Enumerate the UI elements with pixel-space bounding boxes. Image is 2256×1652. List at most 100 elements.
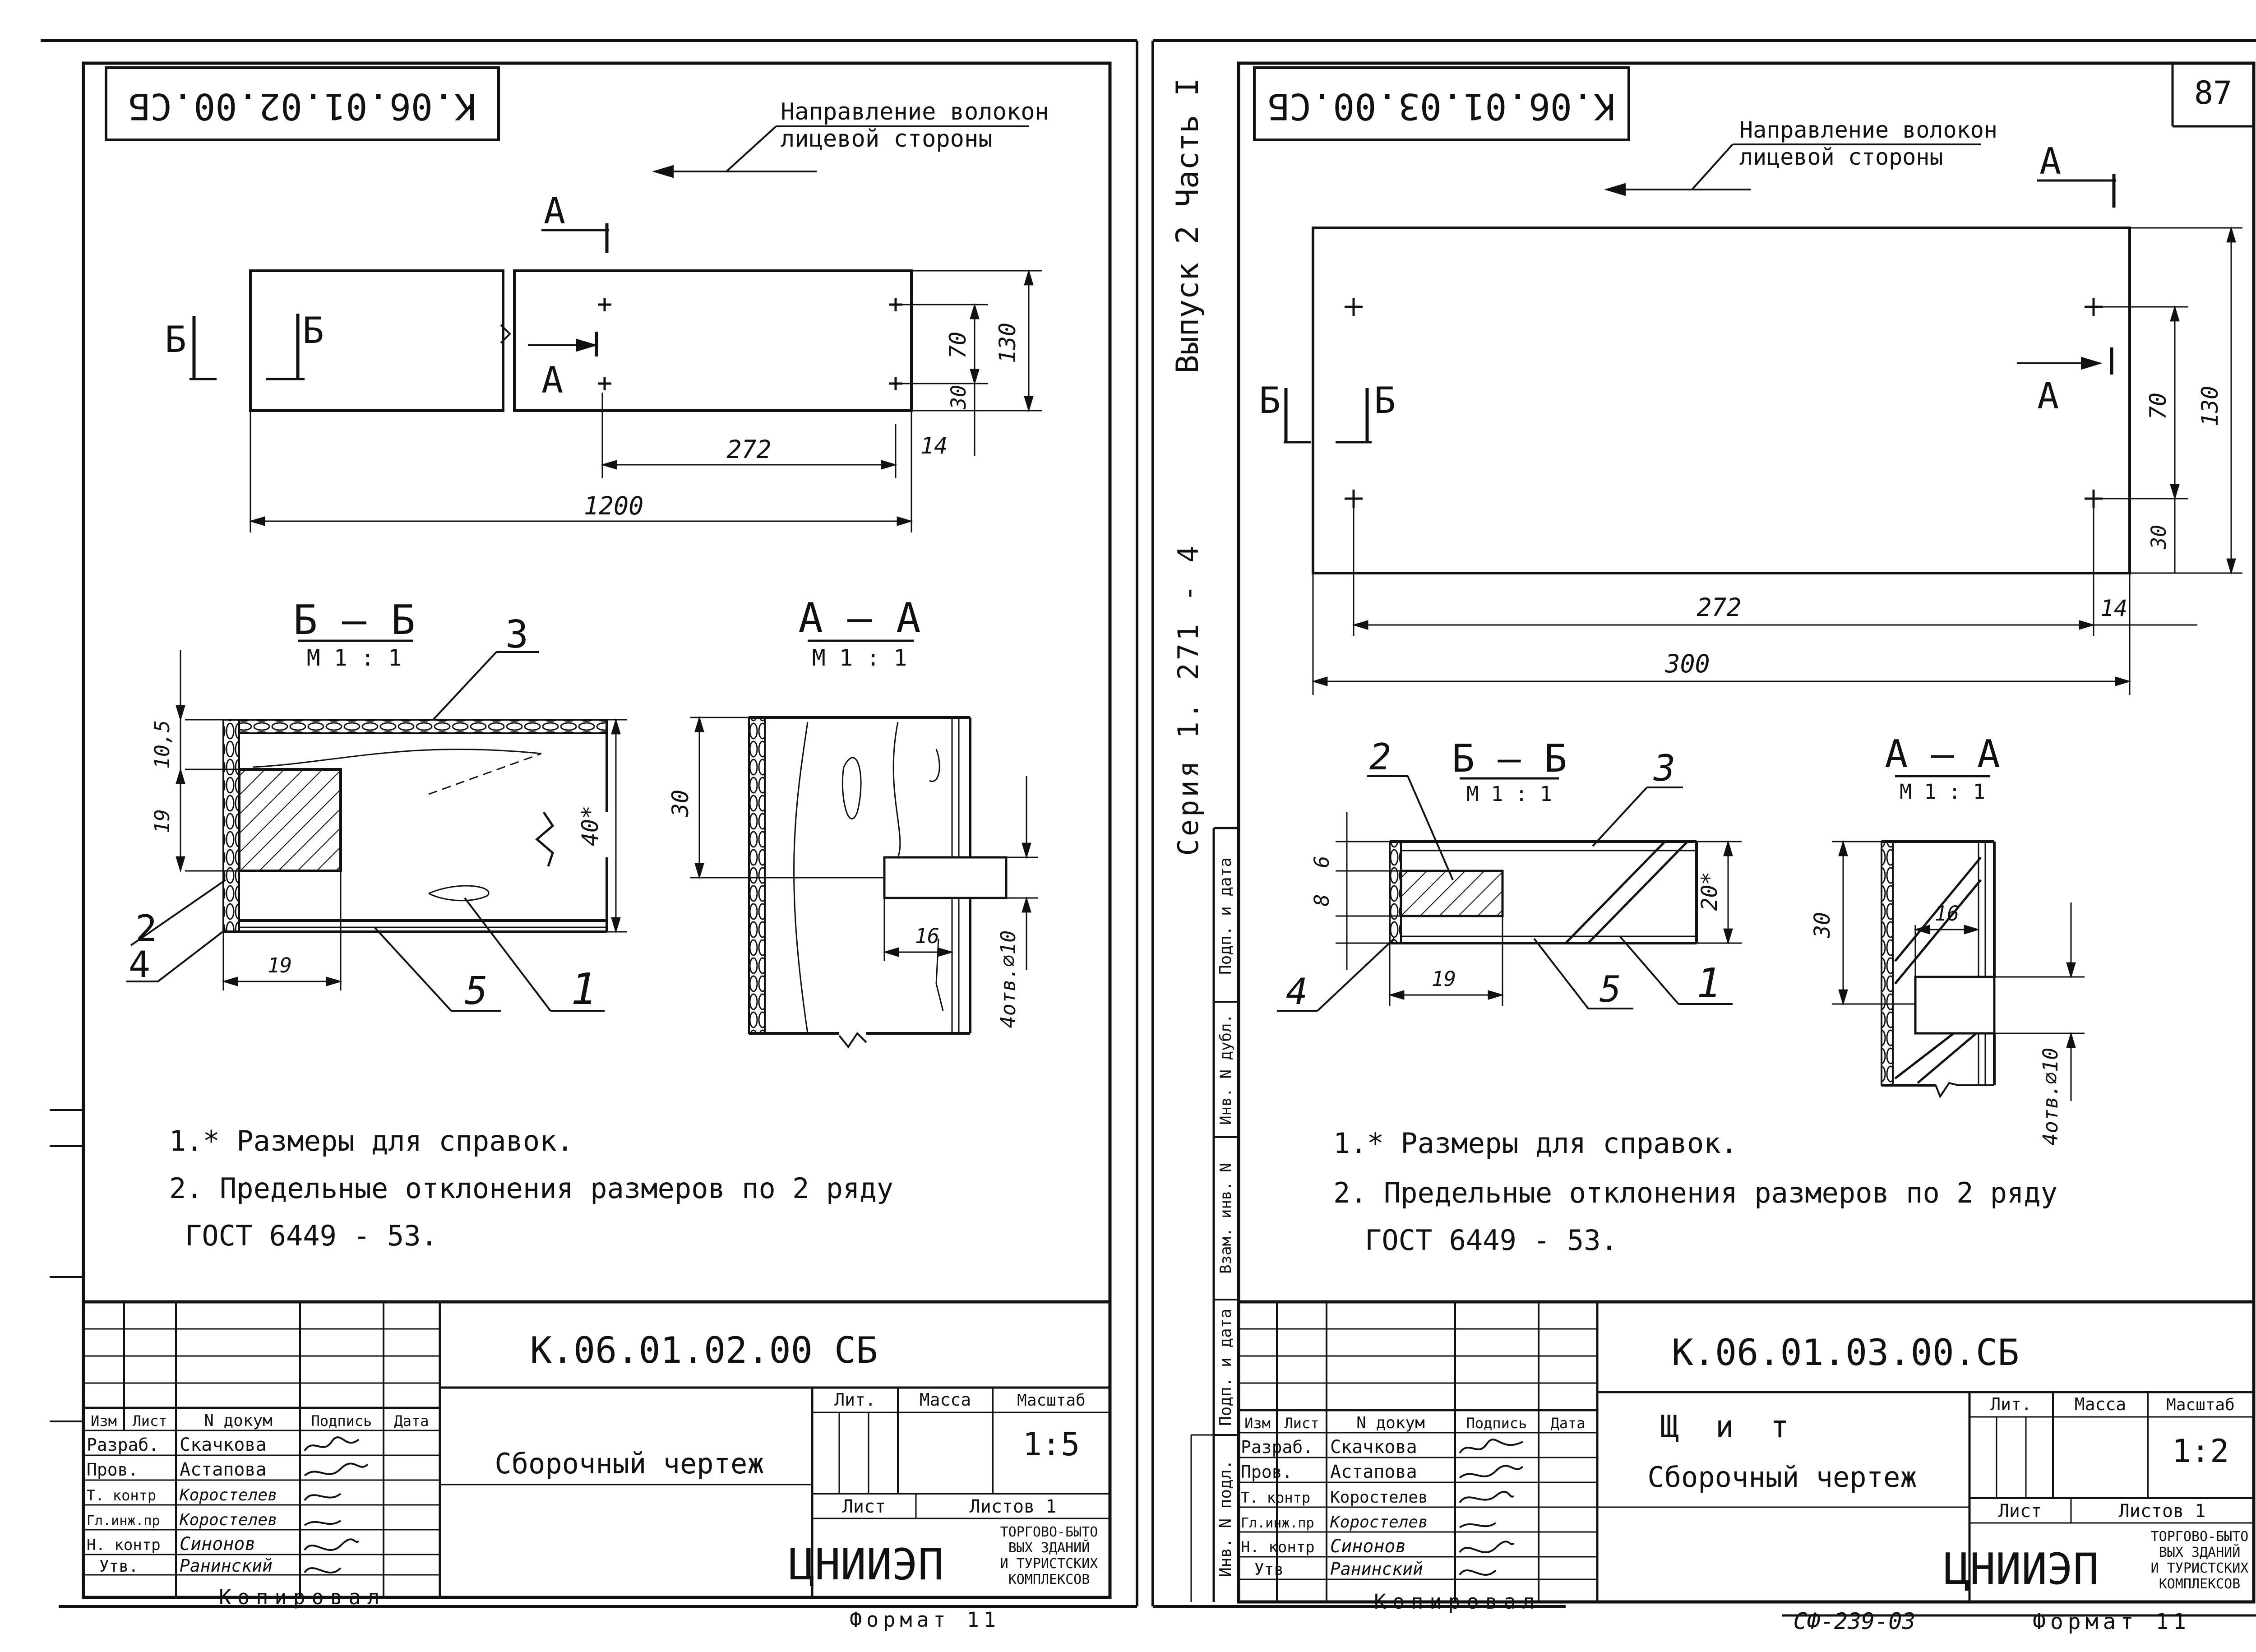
dim-272-right: 272 (1697, 593, 1741, 622)
name-prov: Астапова (180, 1459, 267, 1480)
role-glinzh-right: Гл.инж.пр (1241, 1515, 1314, 1531)
sheets-count: Листов 1 (970, 1496, 1057, 1517)
drawing-name: Сборочный чертеж (495, 1447, 764, 1480)
section-aa-scale: М 1 : 1 (812, 645, 907, 671)
cut-b-label-left-right: Б (1259, 379, 1281, 421)
header-date-right: Дата (1550, 1415, 1585, 1432)
dim-30: 30 (947, 385, 971, 410)
header-izm-right: Изм (1244, 1415, 1271, 1432)
role-utv: Утв. (99, 1557, 139, 1576)
cut-b-label-right-right: Б (1374, 379, 1396, 421)
header-sign-right: Подпись (1466, 1415, 1527, 1432)
header-izm: Изм (91, 1412, 117, 1430)
stamp-code: К.06.01.02.00.СБ (129, 85, 476, 127)
role-tkontr-right: Т. контр (1241, 1489, 1310, 1506)
dim-19-right: 19 (1432, 967, 1456, 991)
cut-a-label-mid-right: А (2037, 375, 2059, 417)
callout-1-right: 1 (1697, 960, 1721, 1007)
right-drawing-sheet: 87 Выпуск 2 Часть I Серия 1. 271 - 4 Инв… (1151, 39, 2256, 1634)
org-sub-3: И ТУРИСТСКИХ (1000, 1556, 1098, 1572)
role-razrab: Разраб. (87, 1435, 159, 1455)
dim-300-right: 300 (1664, 649, 1710, 678)
note-1-right: 1.* Размеры для справок. (1333, 1127, 1738, 1160)
role-nkontr-right: Н. контр (1241, 1538, 1315, 1556)
org-logo-right: ЦНИИЭП (1944, 1545, 2099, 1594)
fiber-direction-line-1: Направление волокон (781, 98, 1049, 125)
org-logo: ЦНИИЭП (789, 1540, 943, 1590)
header-list-right: Лист (1284, 1415, 1319, 1432)
sheet-frame-right (1237, 61, 2256, 1604)
cut-a-label-top-right: А (2039, 140, 2061, 182)
section-bb-drawing (222, 719, 608, 933)
dim-1200: 1200 (584, 491, 643, 520)
name-glinzh: Коростелев (179, 1511, 277, 1529)
mass-label: Масса (920, 1390, 971, 1410)
section-aa-drawing-right (1881, 840, 1996, 1099)
dim-40-ref: 40* (577, 805, 603, 846)
dim-8-right: 8 (1310, 894, 1334, 906)
fiber-direction-line-1-right: Направление волокон (1739, 117, 1997, 143)
fiber-direction-line-2-right: лицевой стороны (1739, 144, 1943, 170)
hole-marks (598, 298, 902, 390)
side-col-podp-2: Подп. и дата (1216, 857, 1235, 975)
dim-10-5: 10,5 (150, 720, 174, 769)
title-code: К.06.01.02.00 СБ (530, 1329, 878, 1371)
signatures (304, 1436, 369, 1573)
org-sub-2-right: ВЫХ ЗДАНИЙ (2159, 1544, 2241, 1560)
title-code-right: К.06.01.03.00.СБ (1672, 1332, 2020, 1374)
role-glinzh: Гл.инж.пр (87, 1513, 160, 1529)
name-razrab: Скачкова (180, 1435, 267, 1455)
side-series: Серия 1. 271 - 4 (1172, 543, 1205, 856)
signatures-right (1459, 1439, 1524, 1576)
format-label-right: Формат 11 (2033, 1609, 2191, 1634)
org-sub-1: ТОРГОВО-БЫТО (1000, 1524, 1098, 1540)
dim-130: 130 (994, 323, 1021, 363)
dim-20-ref-right: 20* (1697, 872, 1722, 911)
dim-272: 272 (726, 435, 771, 464)
cut-a-label-top: А (544, 190, 565, 232)
title-block-left (83, 1300, 1110, 1597)
section-bb-title: Б — Б (293, 597, 416, 644)
sheet-frame (82, 61, 1112, 1599)
org-sub-4: КОМПЛЕКСОВ (1008, 1572, 1090, 1587)
cut-b-label-right: Б (302, 310, 324, 352)
section-aa-drawing (748, 716, 1008, 1049)
role-tkontr: Т. контр (87, 1487, 156, 1504)
section-bb-drawing-right (1389, 840, 1698, 944)
stamp-code-right: К.06.01.03.00.СБ (1268, 85, 1616, 127)
sheet-label: Лист (842, 1496, 886, 1517)
panel-plan-right-part (513, 269, 913, 412)
copied-label: Копировал (219, 1585, 386, 1609)
page-number: 87 (2194, 74, 2232, 111)
role-nkontr: Н. контр (87, 1536, 161, 1554)
shield-plan (1312, 227, 2131, 574)
side-col-vzam: Взам. инв. N (1217, 1163, 1235, 1274)
scale-label: Масштаб (1017, 1391, 1086, 1410)
name-tkontr: Коростелев (179, 1486, 277, 1504)
note-2: 2. Предельные отклонения размеров по 2 р… (169, 1172, 893, 1205)
hole-marks-right (1345, 298, 2103, 508)
left-drawing-sheet: К.06.01.02.00.СБ Направление волокон лиц… (41, 39, 1138, 1632)
name-nkontr: Синонов (180, 1534, 256, 1555)
cut-a-label-mid: А (541, 359, 563, 401)
callout-4: 4 (129, 944, 150, 986)
aa-dim-30: 30 (667, 790, 693, 817)
section-bb-scale: М 1 : 1 (307, 645, 402, 671)
dim-14-right: 14 (2100, 595, 2127, 621)
copied-label-right: Копировал (1374, 1590, 1541, 1614)
aa-dim-30-right: 30 (1810, 912, 1835, 939)
org-sub-2: ВЫХ ЗДАНИЙ (1008, 1540, 1090, 1556)
side-columns (1190, 827, 1239, 1602)
header-doc: N докум (204, 1411, 273, 1430)
callout-3-right: 3 (1653, 747, 1675, 789)
side-col-inv-podl: Инв. N подл. (1216, 1460, 1235, 1577)
panel-plan-left-part (249, 269, 504, 412)
mass-label-right: Масса (2075, 1394, 2126, 1414)
org-sub-4-right: КОМПЛЕКСОВ (2159, 1576, 2241, 1592)
role-prov-right: Пров. (1241, 1462, 1292, 1482)
callout-2-right: 2 (1369, 736, 1391, 778)
side-col-inv-dubl: Инв. N дубл. (1217, 1014, 1235, 1125)
lit-label: Лит. (834, 1390, 876, 1410)
name-utv: Ранинский (180, 1556, 273, 1576)
